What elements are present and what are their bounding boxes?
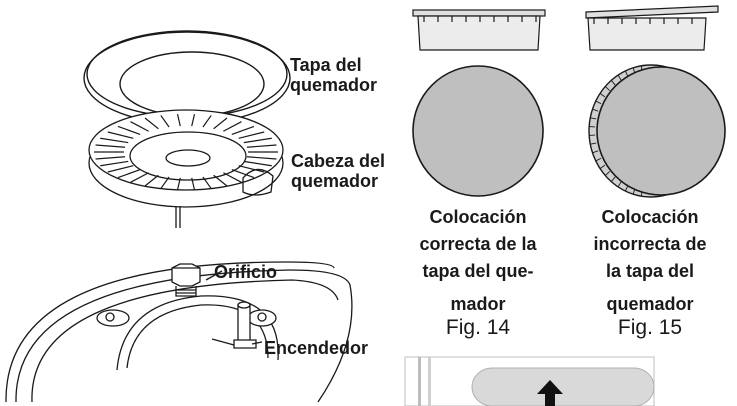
fig14-caption-line2: correcta de la [419,234,537,254]
fig14-label: Fig. 14 [445,316,511,339]
fig15-caption-line1: Colocación [601,207,699,227]
fig15-caption-line2: incorrecta de [593,234,707,254]
fig15-side-view [585,5,719,51]
fig15-caption-line4: quemador [606,294,694,314]
orificio-label: Orificio [214,262,278,282]
tapa-label-line2: quemador [290,75,378,95]
fig14-caption-line3: tapa del que- [422,261,534,281]
fig14-caption-line1: Colocación [429,207,527,227]
cabeza-label-line1: Cabeza del [291,151,386,171]
fig14-caption-line4: mador [450,294,506,314]
burner-base-illustration [5,261,353,403]
tapa-label-line1: Tapa del [290,55,362,75]
cabeza-label-line2: quemador [291,171,379,191]
next-figure-panel [404,356,655,406]
fig15-label: Fig. 15 [617,316,683,339]
burner-head-illustration [88,109,284,228]
tapa-label: Tapa del quemador [290,55,377,95]
fig14-cap-top-view [412,65,544,197]
fig15-caption-line3: la tapa del [605,261,695,281]
fig15-cap-top-view [588,64,726,198]
cabeza-label: Cabeza del quemador [291,151,385,191]
fig14-caption: Colocación correcta de la tapa del que- … [411,204,545,318]
fig15-caption: Colocación incorrecta de la tapa del que… [583,204,717,318]
fig14-side-view [412,9,546,51]
encendedor-label: Encendedor [264,338,369,358]
